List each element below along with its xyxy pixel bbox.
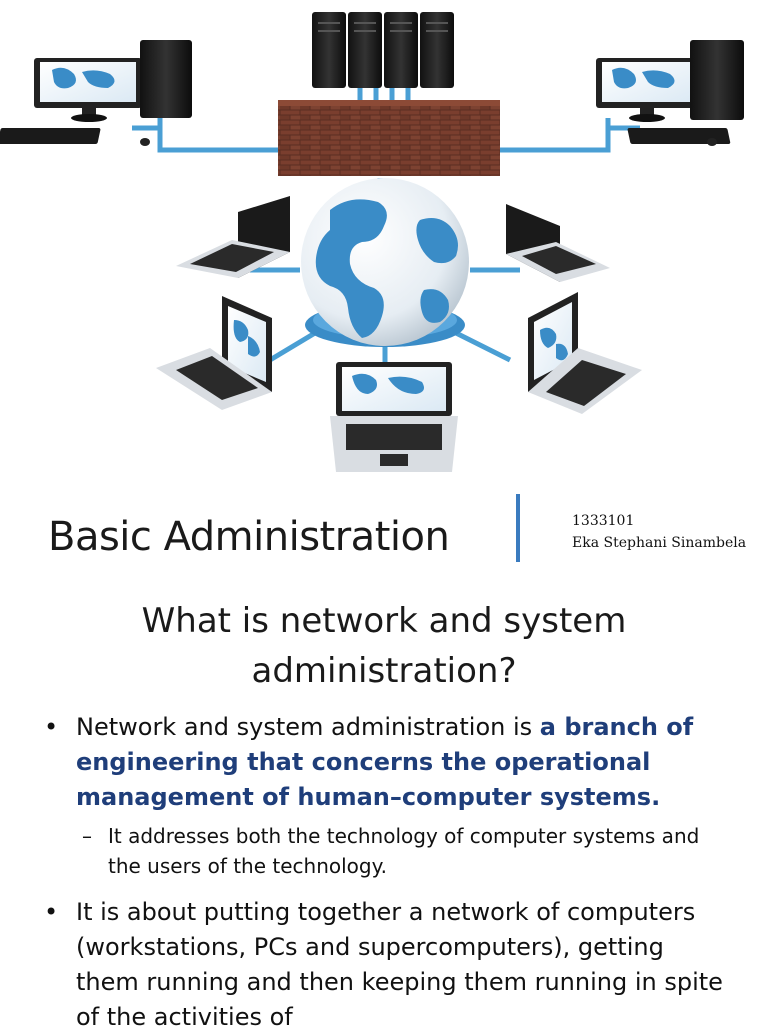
student-name: Eka Stephani Sinambela (572, 535, 747, 551)
sub-bullet-text: It addresses both the technology of comp… (108, 824, 700, 878)
laptop-bottom-center-icon (330, 362, 458, 472)
slide-heading-line-1: What is network and system (141, 601, 627, 641)
laptop-lower-left-icon (156, 296, 272, 410)
bullet-item-1: • Network and system administration is a… (0, 710, 768, 815)
bullet-1-text: Network and system administration is (76, 713, 540, 741)
bullet-marker: • (44, 713, 59, 741)
laptop-lower-right-icon (528, 292, 642, 414)
slide-heading: What is network and system administratio… (80, 596, 688, 696)
student-id: 1333101 (572, 513, 635, 529)
firewall-icon (278, 100, 500, 176)
slide-2: What is network and system administratio… (0, 590, 768, 1031)
slide-heading-line-2: administration? (251, 651, 517, 691)
desktop-computer-left-icon (0, 40, 192, 146)
title-slide-footer: Basic Administration 1333101 Eka Stephan… (0, 480, 768, 575)
presentation-title: Basic Administration (48, 514, 450, 560)
sub-bullet-marker: – (82, 824, 92, 848)
server-rack-icon (312, 12, 454, 88)
bullet-marker: • (44, 898, 59, 926)
sub-bullet-item: – It addresses both the technology of co… (0, 821, 768, 881)
laptop-upper-left-icon (176, 196, 290, 278)
author-info: 1333101 Eka Stephani Sinambela (572, 510, 746, 554)
bullet-list: • Network and system administration is a… (0, 710, 768, 1035)
laptop-upper-right-icon (506, 204, 610, 282)
globe-icon (301, 178, 469, 346)
network-illustration (0, 12, 744, 472)
accent-divider (516, 494, 520, 562)
bullet-item-2: • It is about putting together a network… (0, 895, 768, 1035)
bullet-2-text: It is about putting together a network o… (76, 898, 723, 1031)
desktop-computer-right-icon (596, 40, 744, 146)
bullet-1-highlight: a branch of engineering that concerns th… (76, 713, 694, 811)
